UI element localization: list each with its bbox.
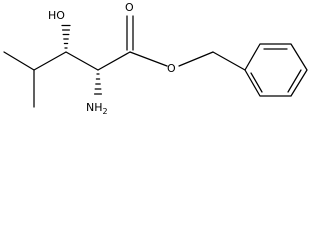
- hydroxyl-carbon: HO: [48, 9, 99, 71]
- chemical-structure: HO NH2 O O: [3, 1, 308, 116]
- ester-oxygen-label: O: [167, 62, 176, 75]
- ester-group: O O: [125, 1, 246, 75]
- bond-c3-c2: [65, 51, 99, 71]
- hashed-wedge-bond-amino: [93, 73, 103, 95]
- amino-label: NH2: [86, 101, 108, 116]
- bond-methyl-left: [3, 51, 35, 71]
- bond-oxygen-ch2: [178, 51, 214, 67]
- ring-double-bond-2: [287, 69, 302, 93]
- hydroxyl-label: HO: [48, 9, 65, 22]
- amino-subscript: 2: [103, 107, 108, 116]
- isopropyl-group: [3, 51, 67, 108]
- bond-carbonyl-ester-oxygen: [129, 51, 168, 67]
- amino-symbol: NH: [86, 101, 103, 114]
- amino-carbon: NH2: [86, 51, 131, 116]
- carbonyl-oxygen-label: O: [125, 1, 134, 14]
- bond-ch-c3: [33, 51, 67, 71]
- benzene-hexagon: [244, 43, 308, 97]
- benzene-ring: [244, 43, 308, 97]
- bond-c2-carbonyl: [97, 51, 131, 71]
- bond-ch2-ring: [212, 51, 246, 71]
- ring-double-bond-3: [250, 72, 263, 93]
- hashed-wedge-bond-hydroxyl: [61, 24, 71, 49]
